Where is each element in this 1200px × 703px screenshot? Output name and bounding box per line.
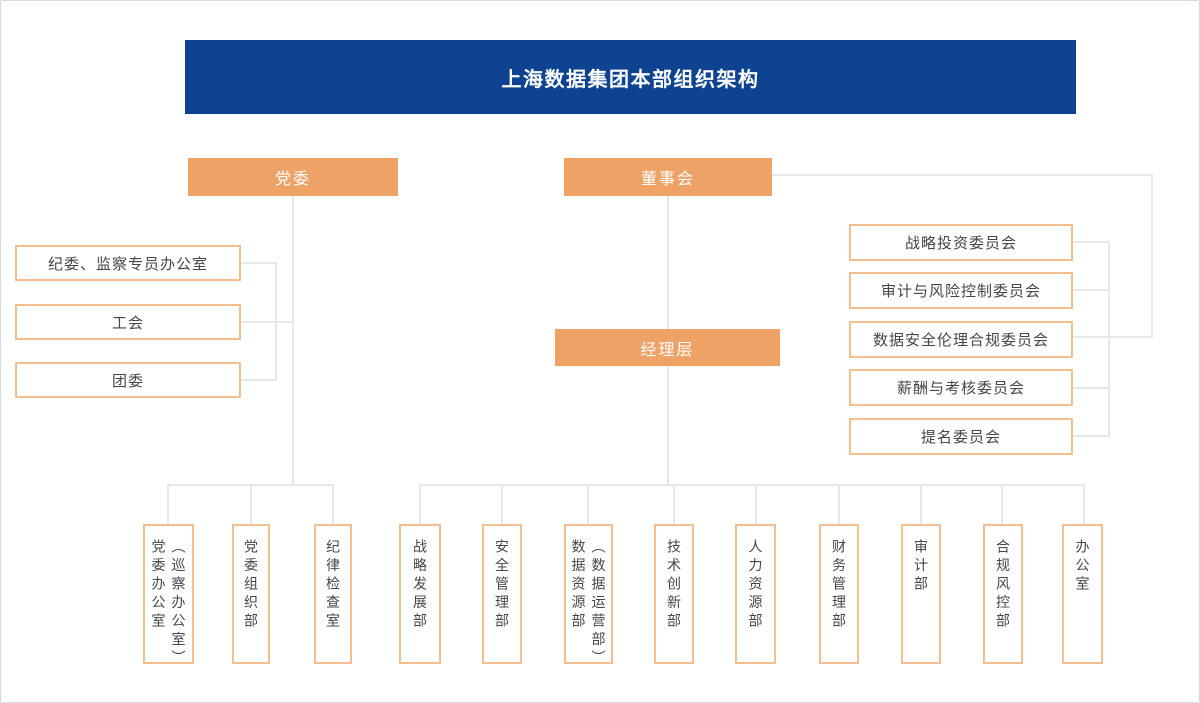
- connector-line: [1073, 387, 1109, 389]
- dept-label: 纪律检查室: [325, 539, 341, 632]
- node-dept-general-office: 办公室: [1062, 524, 1103, 664]
- connector-line: [1073, 435, 1109, 437]
- node-dept-audit: 审计部: [901, 524, 941, 664]
- connector-line: [920, 484, 922, 524]
- connector-line: [250, 484, 252, 524]
- node-dept-human-resources: 人力资源部: [735, 524, 776, 664]
- node-board: 董事会: [564, 158, 772, 196]
- connector-line: [1073, 336, 1153, 338]
- dept-label: 技术创新部: [666, 539, 682, 632]
- connector-line: [292, 196, 294, 486]
- dept-label: 党委组织部: [243, 539, 259, 632]
- dept-label: 人力资源部: [747, 539, 764, 632]
- connector-line: [667, 196, 669, 329]
- node-dept-strategic-development: 战略发展部: [399, 524, 441, 664]
- connector-line: [167, 484, 169, 524]
- connector-line: [1073, 289, 1109, 291]
- connector-line: [772, 174, 1153, 176]
- page-title: 上海数据集团本部组织架构: [185, 40, 1076, 114]
- node-dept-party-office: 党委办公室 （巡察办公室）: [143, 524, 194, 669]
- node-dept-security-management: 安全管理部: [482, 524, 522, 664]
- dept-label: 财务管理部: [831, 539, 847, 632]
- dept-label: 审计部: [913, 539, 929, 595]
- node-strategic-investment-committee: 战略投资委员会: [849, 224, 1073, 261]
- node-management: 经理层: [555, 329, 780, 366]
- connector-line: [673, 484, 675, 524]
- node-dept-technology-innovation: 技术创新部: [654, 524, 694, 664]
- node-dept-data-resources: 数据资源部 （数据运营部）: [564, 524, 613, 669]
- connector-line: [501, 484, 503, 524]
- dept-label: 办公室: [1074, 539, 1091, 595]
- connector-line: [275, 262, 277, 381]
- node-party-committee: 党委: [188, 158, 398, 196]
- node-discipline-inspection-office: 纪委、监察专员办公室: [15, 245, 241, 281]
- connector-line: [838, 484, 840, 524]
- dept-label: 数据资源部 （数据运营部）: [570, 539, 607, 669]
- node-compensation-assessment-committee: 薪酬与考核委员会: [849, 369, 1073, 406]
- connector-line: [667, 366, 669, 486]
- connector-line: [1083, 484, 1085, 524]
- node-dept-party-organization: 党委组织部: [232, 524, 270, 664]
- connector-line: [1073, 241, 1109, 243]
- connector-line: [241, 321, 293, 323]
- connector-line: [332, 484, 334, 524]
- connector-line: [419, 484, 1085, 486]
- node-nomination-committee: 提名委员会: [849, 418, 1073, 455]
- node-data-security-ethics-compliance-committee: 数据安全伦理合规委员会: [849, 321, 1073, 358]
- node-youth-league: 团委: [15, 362, 241, 398]
- node-dept-discipline-inspection: 纪律检查室: [314, 524, 352, 664]
- dept-label: 战略发展部: [412, 539, 428, 632]
- node-labor-union: 工会: [15, 304, 241, 340]
- connector-line: [1001, 484, 1003, 524]
- node-dept-finance-management: 财务管理部: [819, 524, 859, 664]
- connector-line: [241, 379, 277, 381]
- connector-line: [419, 484, 421, 524]
- connector-line: [587, 484, 589, 524]
- dept-label: 合规风控部: [995, 539, 1011, 632]
- connector-line: [241, 262, 277, 264]
- connector-line: [1151, 174, 1153, 338]
- connector-line: [755, 484, 757, 524]
- node-audit-risk-control-committee: 审计与风险控制委员会: [849, 272, 1073, 309]
- node-dept-compliance-risk-control: 合规风控部: [983, 524, 1023, 664]
- dept-label: 安全管理部: [494, 539, 510, 632]
- dept-label: 党委办公室 （巡察办公室）: [150, 539, 187, 669]
- connector-line: [1108, 241, 1110, 438]
